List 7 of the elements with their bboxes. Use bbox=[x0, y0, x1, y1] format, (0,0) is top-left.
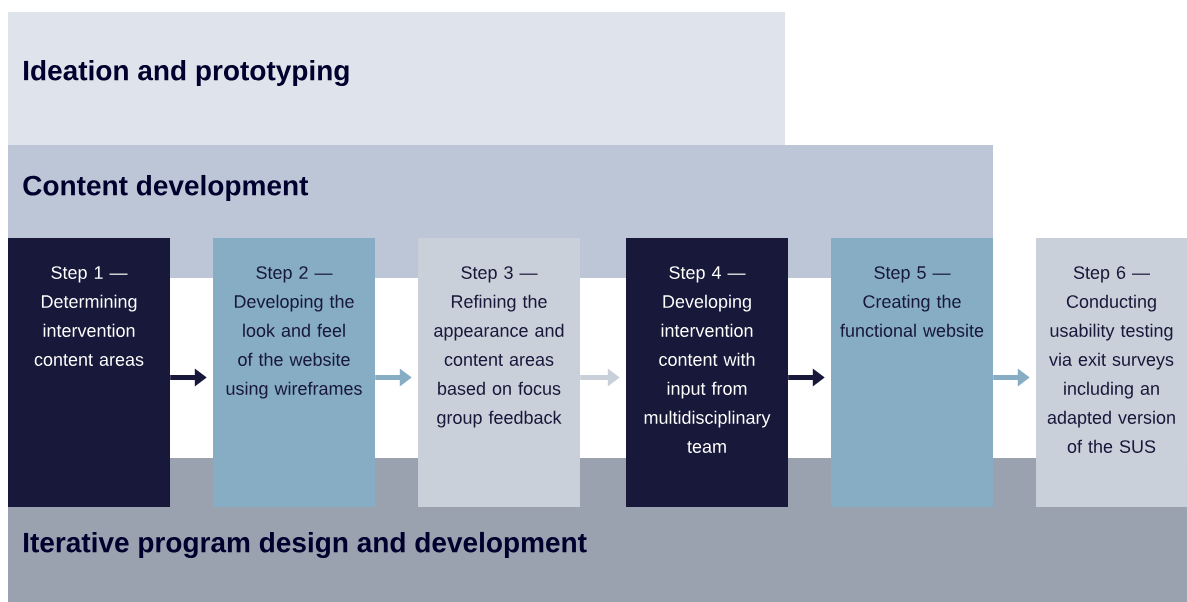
step-box: Step 5 — Creating the functional website bbox=[831, 238, 993, 507]
step-box: Step 6 — Conducting usability testing via exit surveys including an adapted version of the SUS bbox=[1036, 238, 1187, 507]
band: Ideation and prototyping bbox=[8, 12, 785, 145]
step-box: Step 3 — Refining the appearance and content areas based on focus group feedback bbox=[418, 238, 580, 507]
step-box: Step 2 — Developing the look and feel of the website using wireframes bbox=[213, 238, 375, 507]
step-box: Step 1 — Determining intervention content areas bbox=[8, 238, 170, 507]
step-box: Step 4 — Developing intervention content with input from multidisciplinary team bbox=[626, 238, 788, 507]
